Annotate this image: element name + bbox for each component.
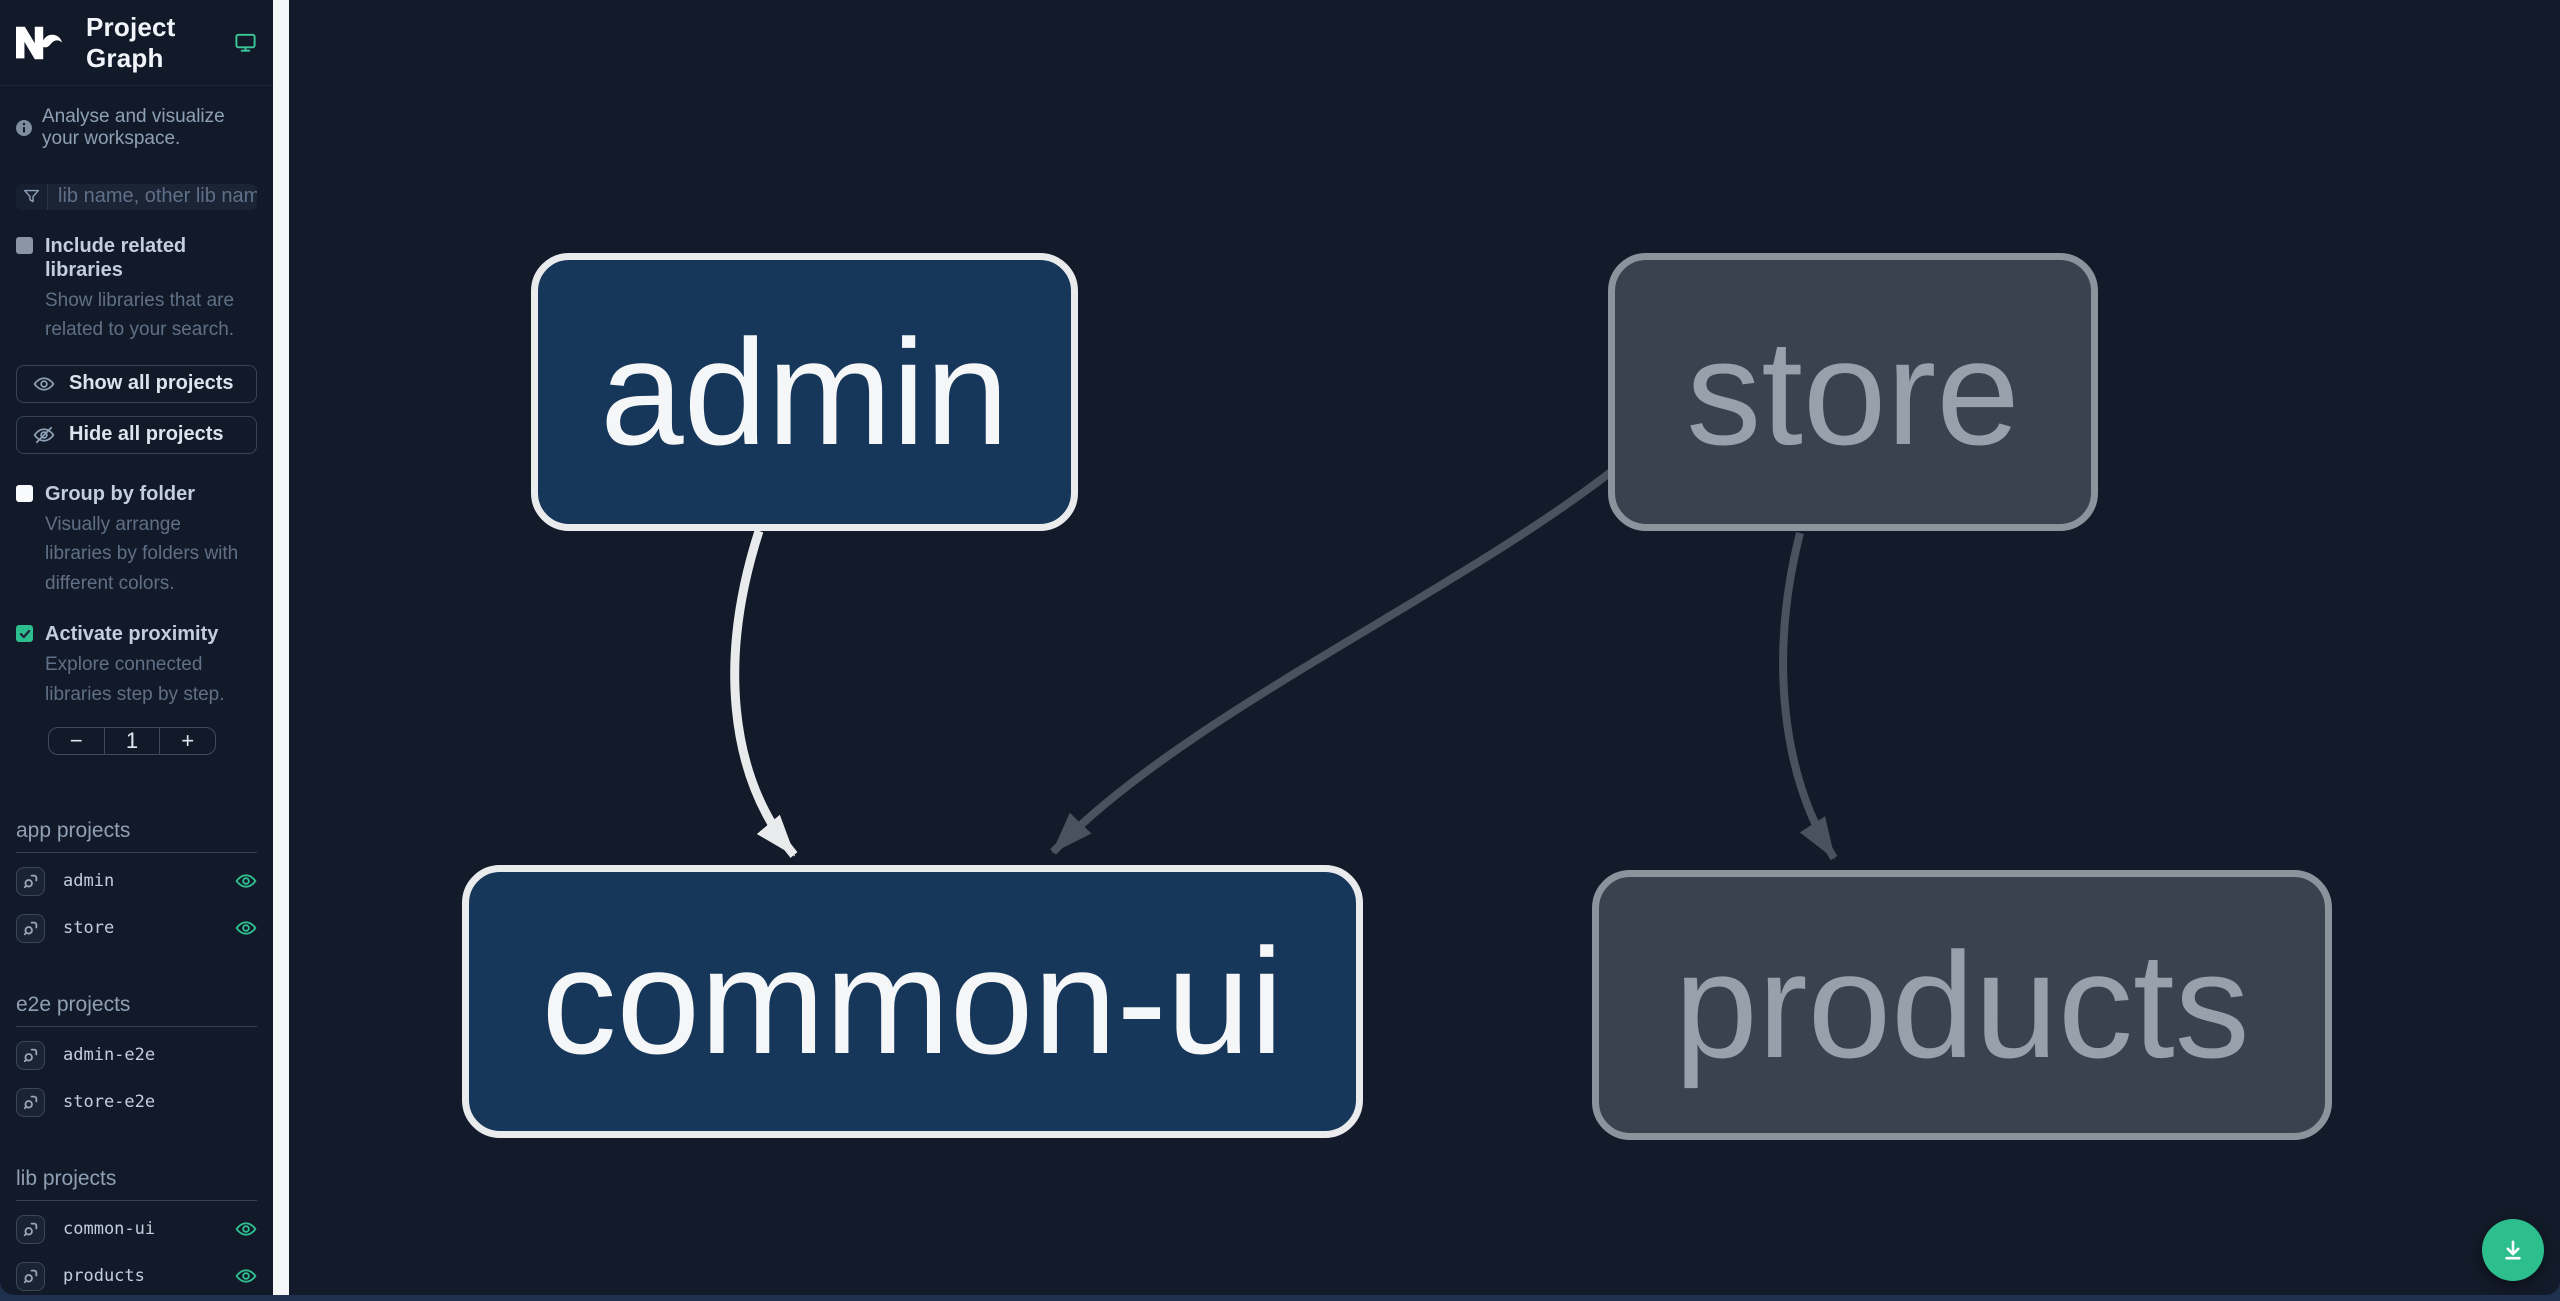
focus-icon [22, 1221, 39, 1238]
include-related-row: Include related libraries Show libraries… [0, 234, 273, 345]
edge-store-to-products[interactable] [1779, 532, 1838, 861]
focus-project-button[interactable] [16, 1087, 45, 1117]
download-graph-button[interactable] [2482, 1219, 2544, 1281]
focus-project-button[interactable] [16, 1214, 45, 1244]
project-row-admin: admin [16, 862, 257, 900]
checkmark-icon [19, 628, 31, 640]
focus-project-button[interactable] [16, 913, 45, 943]
project-row-admin-e2e: admin-e2e [16, 1036, 257, 1074]
toggle-visibility-eye-icon[interactable] [235, 917, 257, 939]
group-by-folder-checkbox[interactable] [16, 484, 33, 502]
group-by-folder-row: Group by folder Visually arrange librari… [0, 482, 273, 598]
focus-project-button[interactable] [16, 866, 45, 896]
project-name: admin-e2e [63, 1045, 156, 1065]
show-all-projects-label: Show all projects [69, 372, 234, 395]
proximity-depth-stepper: − 1 + [48, 727, 216, 755]
section-lib-projects: lib projects common-ui [16, 1167, 257, 1295]
focus-project-button[interactable] [16, 1261, 45, 1291]
group-by-folder-label: Group by folder [45, 482, 195, 505]
activate-proximity-label: Activate proximity [45, 623, 219, 646]
include-related-checkbox[interactable] [16, 236, 33, 254]
graph-node-common-ui[interactable]: common-ui [462, 865, 1363, 1138]
project-name: admin [63, 871, 115, 891]
section-title: e2e projects [16, 993, 257, 1027]
focus-icon [22, 1047, 39, 1064]
download-icon [2499, 1236, 2527, 1264]
hide-all-projects-label: Hide all projects [69, 423, 224, 446]
graph-canvas[interactable]: admin store common-ui products [289, 0, 2560, 1295]
hide-all-projects-button[interactable]: Hide all projects [16, 415, 257, 454]
section-title: app projects [16, 819, 257, 853]
workspace-tagline: Analyse and visualize your workspace. [0, 86, 273, 150]
section-e2e-projects: e2e projects admin-e2e [16, 993, 257, 1121]
monitor-icon [234, 31, 257, 54]
project-row-products: products [16, 1257, 257, 1295]
eye-icon [33, 373, 55, 395]
activate-proximity-row: Activate proximity Explore connected lib… [0, 622, 273, 709]
include-related-description: Show libraries that are related to your … [45, 289, 235, 341]
activate-proximity-checkbox[interactable] [16, 625, 33, 643]
project-row-common-ui: common-ui [16, 1210, 257, 1248]
theme-monitor-button[interactable] [234, 31, 257, 54]
edge-admin-to-common-ui[interactable] [730, 529, 798, 858]
graph-node-products[interactable]: products [1592, 870, 2332, 1140]
project-name: products [63, 1266, 145, 1286]
search-box [16, 184, 257, 210]
group-by-folder-description: Visually arrange libraries by folders wi… [45, 513, 239, 594]
toggle-visibility-eye-icon[interactable] [235, 1218, 257, 1240]
dependency-edges [730, 464, 1838, 861]
focus-icon [22, 1094, 39, 1111]
section-title: lib projects [16, 1167, 257, 1201]
sidebar: Project Graph Analyse and [0, 0, 273, 1295]
eye-off-icon [33, 424, 55, 446]
project-name: store-e2e [63, 1092, 156, 1112]
project-name: store [63, 918, 115, 938]
toggle-visibility-eye-icon[interactable] [235, 870, 257, 892]
focus-icon [22, 920, 39, 937]
proximity-decrement-button[interactable]: − [49, 728, 104, 754]
toggle-visibility-eye-icon[interactable] [235, 1265, 257, 1287]
nx-logo [16, 26, 62, 60]
project-row-store-e2e: store-e2e [16, 1083, 257, 1121]
activate-proximity-description: Explore connected libraries step by step… [45, 654, 225, 705]
focus-icon [22, 873, 39, 890]
sidebar-scrollbar[interactable] [273, 0, 289, 1295]
focus-icon [22, 1268, 39, 1285]
tagline-text: Analyse and visualize your workspace. [42, 106, 225, 149]
search-input[interactable] [48, 184, 257, 210]
proximity-depth-value: 1 [103, 728, 160, 754]
proximity-increment-button[interactable]: + [159, 728, 215, 754]
include-related-label: Include related libraries [45, 234, 187, 281]
app-title: Project Graph [86, 11, 176, 73]
project-name: common-ui [63, 1219, 156, 1239]
project-row-store: store [16, 909, 257, 947]
graph-node-store[interactable]: store [1608, 253, 2098, 531]
section-app-projects: app projects admin [16, 819, 257, 947]
filter-icon [16, 184, 48, 210]
info-icon [16, 120, 32, 136]
graph-node-admin[interactable]: admin [531, 253, 1078, 531]
edge-store-to-common-ui[interactable] [1050, 464, 1619, 855]
show-all-projects-button[interactable]: Show all projects [16, 364, 257, 403]
sidebar-header: Project Graph [0, 0, 273, 86]
focus-project-button[interactable] [16, 1040, 45, 1070]
